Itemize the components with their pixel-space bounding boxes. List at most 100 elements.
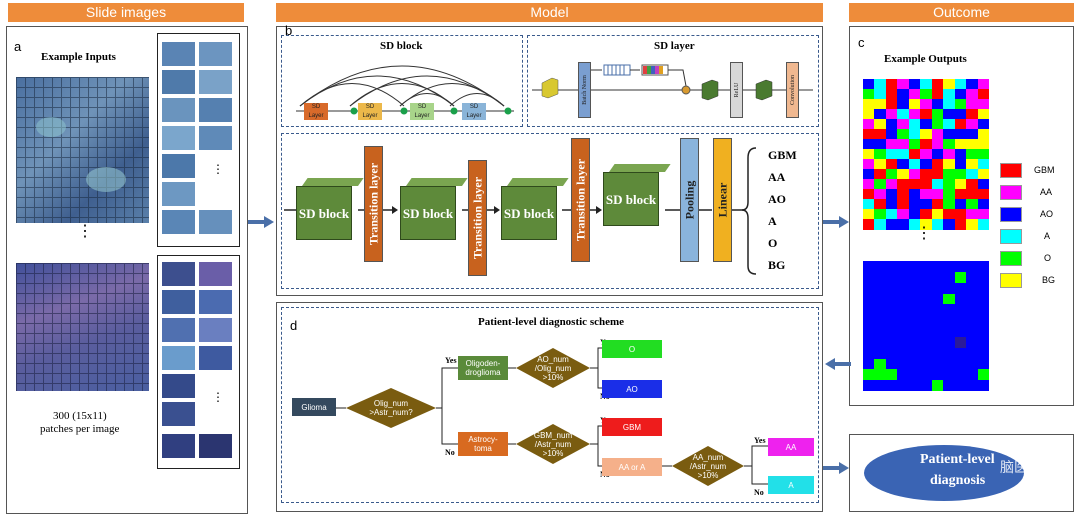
- legend-swatch: [1000, 251, 1022, 266]
- heatmap-cell: [943, 326, 956, 338]
- heatmap-cell: [863, 219, 875, 230]
- heatmap-cell: [954, 326, 967, 338]
- heatmap-cell: [863, 369, 875, 381]
- decision-diamond: Olig_num >Astr_num?: [346, 388, 436, 428]
- heatmap-cell: [863, 119, 875, 130]
- heatmap-cell: [954, 358, 967, 370]
- heatmap-cell: [908, 261, 921, 273]
- outcome-gbm: GBM: [602, 418, 662, 436]
- heatmap-cell: [966, 336, 979, 349]
- class-label: O: [768, 236, 778, 250]
- sd-block-cube: SD block: [603, 164, 671, 226]
- heatmap-cell: [908, 189, 921, 200]
- heatmap-cell: [908, 315, 921, 327]
- heatmap-cell: [977, 315, 990, 327]
- arrow-right-icon: [823, 462, 849, 474]
- heatmap-cell: [885, 209, 898, 220]
- diagnosis-line1: Patient-level: [920, 452, 995, 467]
- sd-layer-flow: [532, 64, 813, 101]
- heatmap-cell: [931, 336, 944, 349]
- heatmap-cell: [954, 79, 967, 90]
- dense-connections: [296, 65, 514, 115]
- heatmap-cell: [977, 282, 990, 294]
- heatmap-cell: [908, 79, 921, 90]
- heatmap-cell: [954, 282, 967, 294]
- heatmap-cell: [874, 336, 887, 349]
- heatmap-cell: [966, 79, 979, 90]
- example-outputs-title: Example Outputs: [884, 53, 967, 65]
- heatmap-cell: [863, 326, 875, 338]
- heatmap-cell: [908, 149, 921, 160]
- heatmap-cell: [874, 99, 887, 110]
- heatmap-cell: [943, 315, 956, 327]
- heatmap-cell: [863, 380, 875, 392]
- heatmap-cell: [943, 109, 956, 120]
- heatmap-cell: [920, 139, 933, 150]
- legend-label: O: [1044, 253, 1052, 263]
- heatmap-cell: [966, 209, 979, 220]
- heatmap-cell: [885, 139, 898, 150]
- heatmap-cell: [874, 79, 887, 90]
- heatmap-cell: [874, 149, 887, 160]
- heatmap-cell: [943, 369, 956, 381]
- heatmap-cell: [977, 380, 990, 392]
- heatmap-cell: [920, 261, 933, 273]
- heatmap-cell: [908, 139, 921, 150]
- heatmap-cell: [908, 129, 921, 140]
- heatmap-cell: [966, 169, 979, 180]
- heatmap-cell: [874, 304, 887, 316]
- heatmap-cell: [931, 139, 944, 150]
- heatmap-cell: [977, 89, 990, 100]
- heatmap-cell: [943, 336, 956, 349]
- sd-block-cube: SD block: [296, 178, 364, 240]
- heatmap-cell: [863, 282, 875, 294]
- heatmap-cell: [908, 380, 921, 392]
- relu-layer: ReLU: [730, 62, 743, 118]
- heatmap-cell: [874, 159, 887, 170]
- heatmap-cell: [908, 219, 921, 230]
- heatmap-cell: [920, 219, 933, 230]
- heatmap-cell: [966, 89, 979, 100]
- heatmap-cell: [920, 79, 933, 90]
- heatmap-cell: [863, 149, 875, 160]
- heatmap-cell: [863, 358, 875, 370]
- tree-connectors: [336, 347, 768, 485]
- heatmap-cell: [977, 336, 990, 349]
- transition-layer: Transition layer: [364, 146, 383, 262]
- heatmap-cell: [920, 149, 933, 160]
- heatmap-cell: [977, 293, 990, 305]
- heatmap-cell: [897, 293, 910, 305]
- heatmap-cell: [863, 79, 875, 90]
- heatmap-cell: [977, 169, 990, 180]
- legend-label: BG: [1042, 275, 1056, 285]
- heatmap-cell: [966, 261, 979, 273]
- heatmap-cell: [966, 119, 979, 130]
- heatmap-cell: [954, 304, 967, 316]
- sd-layer-diagram: SD layer Batch Norm ReLU Convolution: [527, 35, 819, 127]
- heatmap-cell: [931, 326, 944, 338]
- heatmap-cell: [954, 99, 967, 110]
- heatmap-cell: [908, 271, 921, 284]
- heatmap-cell: [897, 369, 910, 381]
- heatmap-cell: [954, 159, 967, 170]
- heatmap-cell: [920, 380, 933, 392]
- heatmap-cell: [908, 209, 921, 220]
- heatmap-cell: [885, 271, 898, 284]
- heatmap-cell: [885, 336, 898, 349]
- heatmap-cell: [943, 261, 956, 273]
- heatmap-cell: [931, 99, 944, 110]
- heatmap-cell: [943, 159, 956, 170]
- heatmap-cell: [931, 219, 944, 230]
- heatmap-cell: [863, 129, 875, 140]
- yes-label: Yes: [445, 356, 457, 365]
- sd-layer-box: SD Layer: [410, 103, 434, 120]
- heatmap-cell: [885, 99, 898, 110]
- heatmap-cell: [897, 189, 910, 200]
- heatmap-cell: [931, 79, 944, 90]
- heatmap-cell: [863, 139, 875, 150]
- heatmap-cell: [943, 380, 956, 392]
- heatmap-cell: [977, 358, 990, 370]
- heatmap-cell: [966, 293, 979, 305]
- heatmap-cell: [908, 159, 921, 170]
- heatmap-cell: [931, 304, 944, 316]
